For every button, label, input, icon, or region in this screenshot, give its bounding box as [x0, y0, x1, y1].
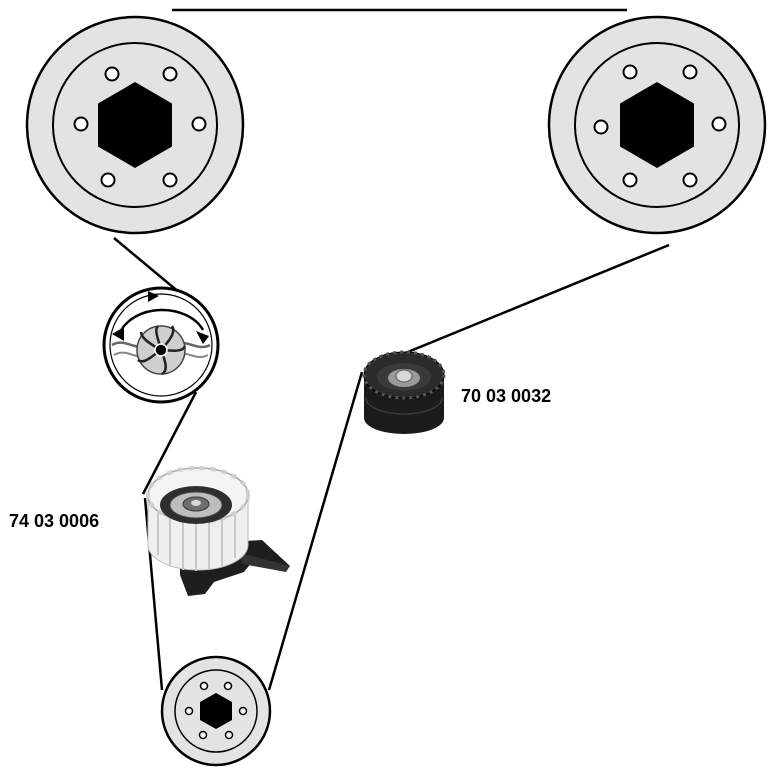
idler-roller-icon [362, 350, 446, 434]
camshaft-pulley-left [25, 15, 245, 235]
pulley-hex-bolt-icon [98, 82, 172, 168]
pulley-hex-bolt-icon [200, 693, 232, 729]
tensioner-part-number: 74 03 0006 [9, 511, 100, 531]
toothed-tensioner-icon [146, 466, 290, 596]
pulley-hex-bolt-icon [620, 82, 694, 168]
idler-pulley [362, 350, 446, 434]
water-pump [102, 286, 220, 404]
tensioner-pulley [146, 466, 290, 596]
crankshaft-pulley [160, 655, 272, 767]
idler-part-number: 70 03 0032 [461, 386, 552, 406]
water-pump-impeller-icon [111, 291, 211, 376]
camshaft-pulley-right [547, 15, 767, 235]
